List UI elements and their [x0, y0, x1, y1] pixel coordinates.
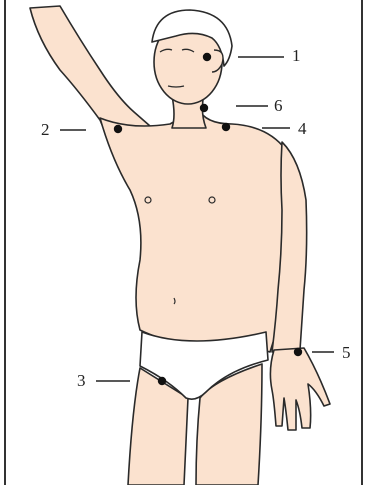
- marker-dot-6: [200, 104, 208, 112]
- marker-dot-3: [158, 377, 166, 385]
- label-5: 5: [342, 344, 351, 361]
- label-3: 3: [77, 372, 86, 389]
- label-1: 1: [292, 47, 301, 64]
- marker-dot-4: [222, 123, 230, 131]
- marker-dot-1: [203, 53, 211, 61]
- hand: [270, 348, 330, 430]
- torso: [100, 108, 297, 352]
- marker-dot-5: [294, 348, 302, 356]
- label-4: 4: [298, 120, 307, 137]
- label-2: 2: [41, 121, 50, 138]
- label-6: 6: [274, 97, 283, 114]
- marker-dot-2: [114, 125, 122, 133]
